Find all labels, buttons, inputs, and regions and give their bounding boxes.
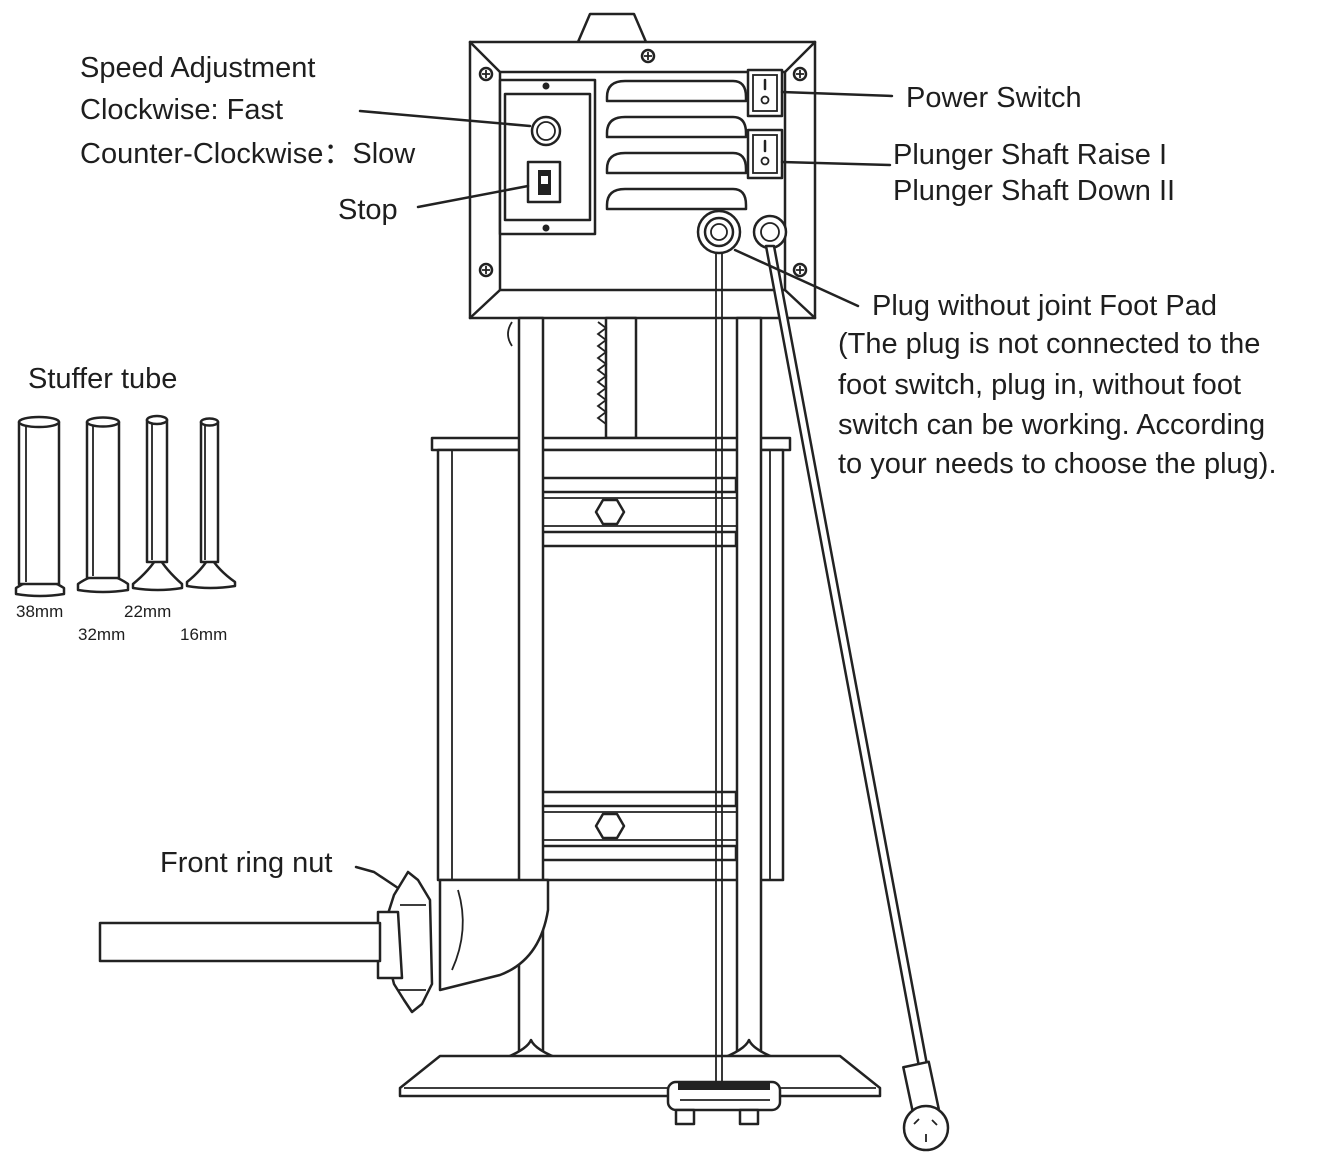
plug-note-line-1: (The plug is not connected to the [838, 328, 1260, 360]
speed-adjustment-knob[interactable] [530, 115, 562, 147]
tube-size-32mm: 32mm [78, 625, 125, 644]
stuffer-tubes-illustration [14, 414, 237, 598]
spring [596, 321, 608, 425]
tube-size-16mm: 16mm [180, 625, 227, 644]
plunger-down-label: Plunger Shaft Down II [893, 175, 1175, 207]
speed-control-panel [498, 78, 597, 236]
counter-clockwise-slow-label: Counter-Clockwise：Slow [80, 138, 416, 170]
foot-pad-socket[interactable] [696, 209, 742, 255]
power-switch-label: Power Switch [906, 82, 1082, 114]
screw-icon [478, 262, 494, 278]
stuffer-tube-22mm [131, 414, 184, 592]
top-cap [576, 12, 648, 44]
stop-button[interactable] [526, 160, 562, 204]
leader-lines [354, 90, 894, 890]
stuffer-machine-illustration [98, 12, 950, 1152]
stuffer-tube-38mm [14, 415, 66, 598]
front-ring-nut-label: Front ring nut [160, 847, 332, 879]
plug-foot-pad-title: Plug without joint Foot Pad [872, 290, 1217, 322]
stop-label: Stop [338, 194, 398, 226]
foot-pad-cable [715, 252, 723, 1084]
screw-icon [640, 48, 656, 64]
clockwise-fast-label: Clockwise: Fast [80, 94, 283, 126]
base-plate [398, 1054, 882, 1098]
foot-pad[interactable] [666, 1080, 782, 1126]
support-rods [498, 316, 782, 1062]
tube-size-38mm: 38mm [16, 602, 63, 621]
speed-adjustment-label: Speed Adjustment [80, 52, 315, 84]
stuffer-tube-16mm [185, 417, 237, 590]
power-switch[interactable] [746, 68, 784, 118]
stuffer-tube-title: Stuffer tube [28, 363, 177, 395]
front-ring-nut [376, 870, 434, 1014]
stuffer-tube-32mm [76, 416, 130, 594]
power-plug [902, 1060, 950, 1152]
plunger-shaft-switch[interactable] [746, 128, 784, 180]
attached-stuffer-tube [98, 921, 382, 963]
inner-column [604, 316, 638, 440]
plug-note-line-3: switch can be working. According [838, 409, 1265, 441]
plug-note-line-4: to your needs to choose the plug). [838, 448, 1277, 480]
ventilation-slots [605, 79, 748, 211]
screw-icon [792, 262, 808, 278]
plunger-raise-label: Plunger Shaft Raise I [893, 139, 1167, 171]
screw-icon [478, 66, 494, 82]
screw-icon [792, 66, 808, 82]
tube-size-22mm: 22mm [124, 602, 171, 621]
plug-note-line-2: foot switch, plug in, without foot [838, 369, 1241, 401]
outlet-elbow [438, 878, 550, 992]
power-cord-socket [752, 214, 788, 250]
